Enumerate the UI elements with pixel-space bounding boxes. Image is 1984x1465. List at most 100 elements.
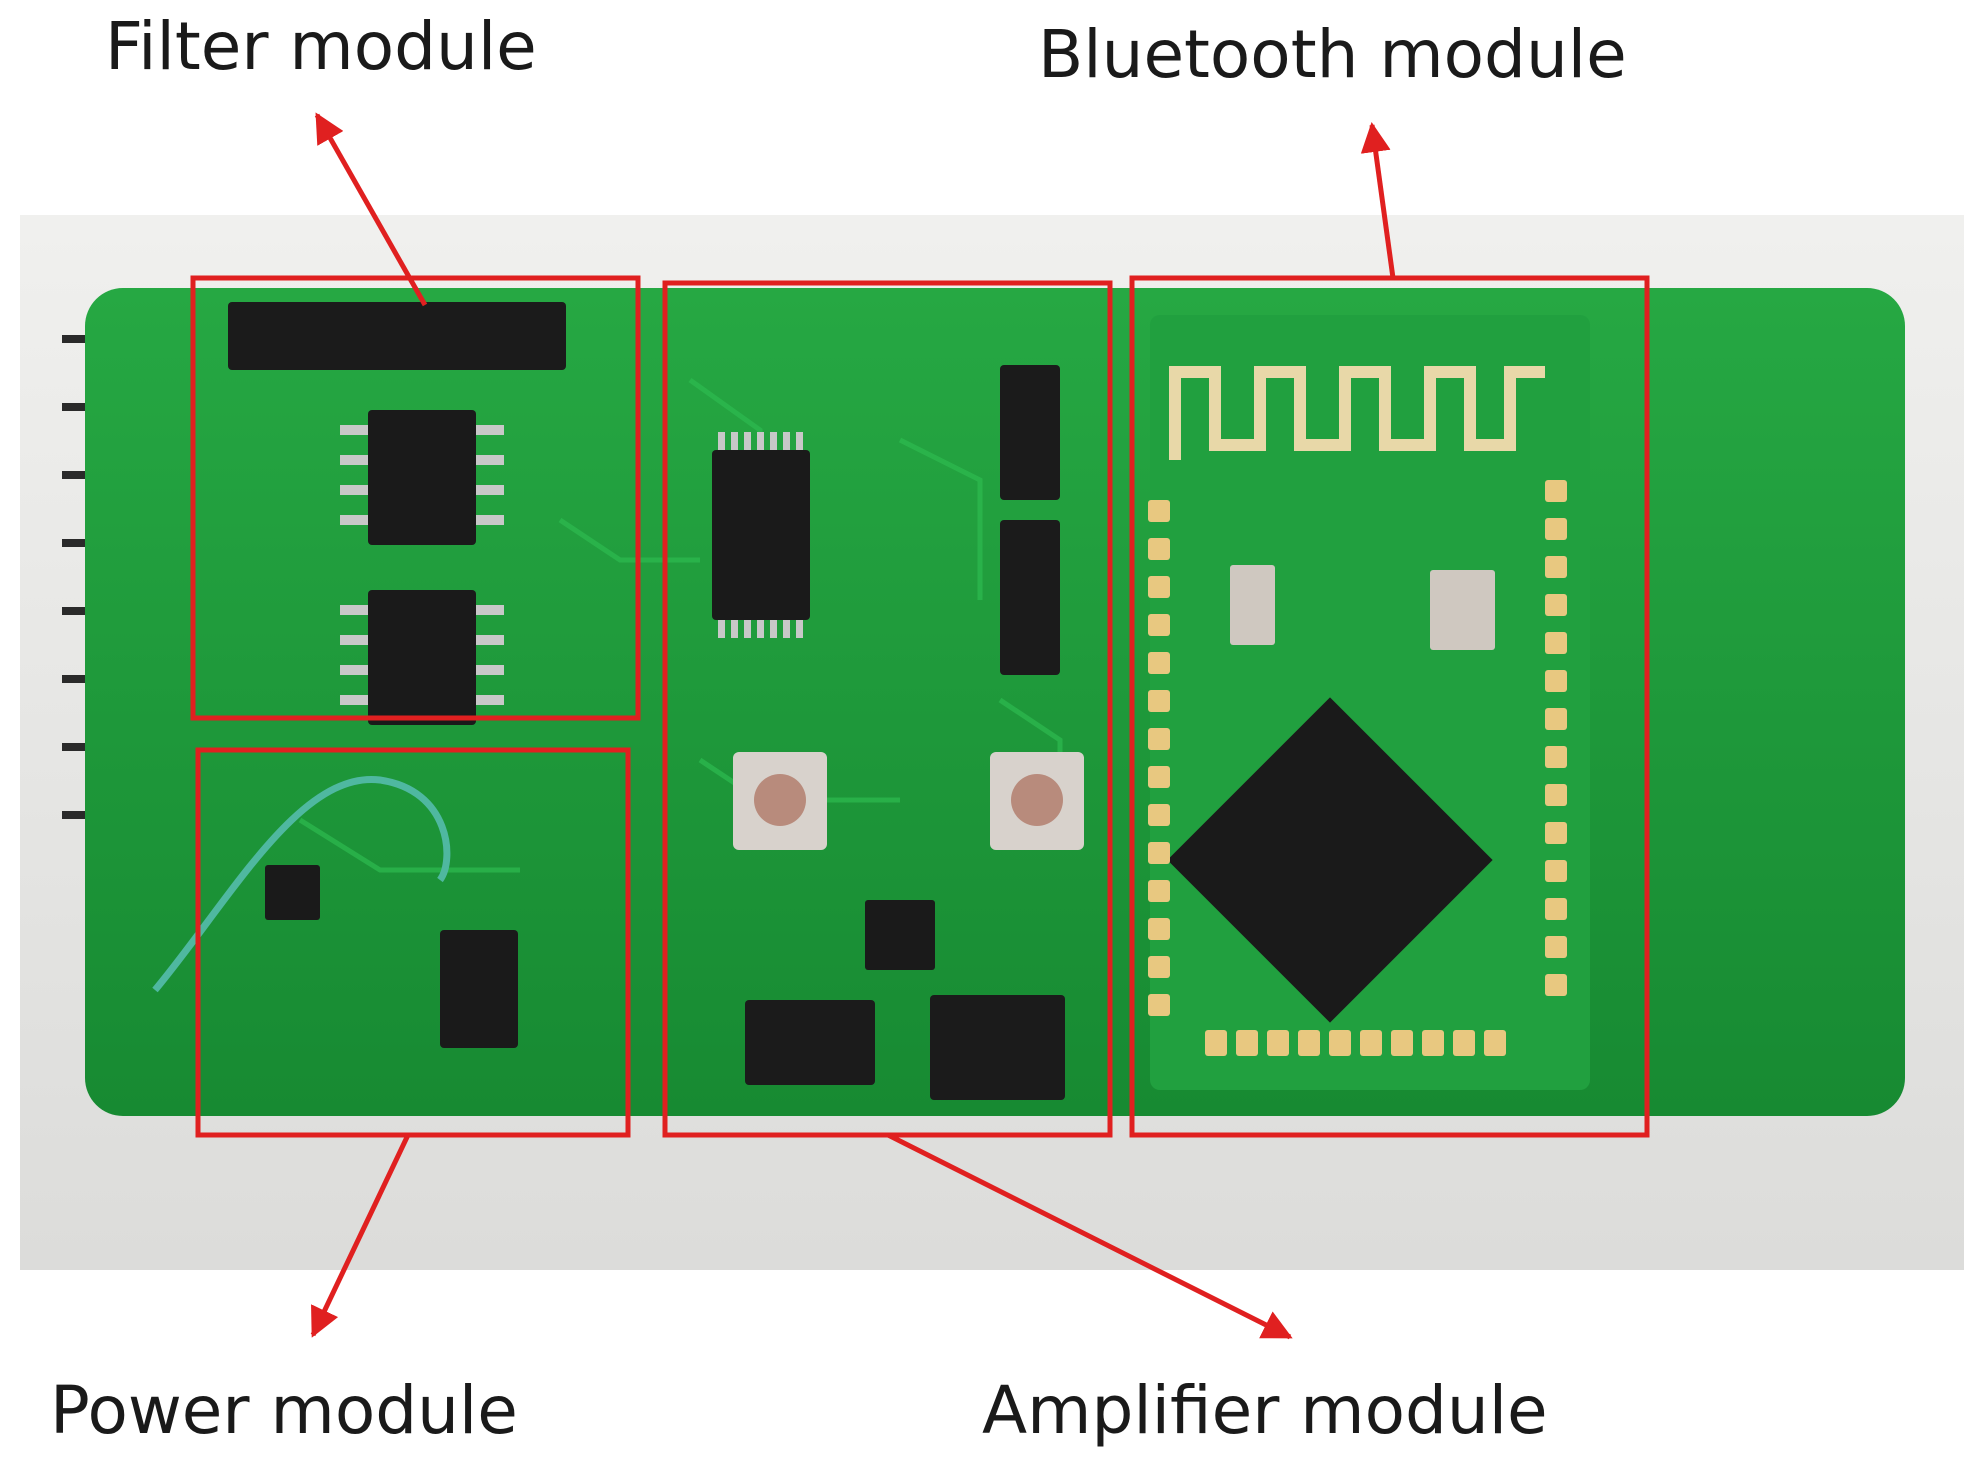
ic-pin: [340, 485, 368, 495]
filter-arrow: [314, 112, 428, 307]
bt-pad: [1391, 1030, 1413, 1056]
jumper-3: [745, 1000, 875, 1085]
bluetooth-chip-module: [1148, 315, 1590, 1090]
bt-pad: [1545, 518, 1567, 540]
bluetooth-module-label: Bluetooth module: [1038, 16, 1627, 93]
bt-pad: [1545, 974, 1567, 996]
ic-pin: [783, 432, 790, 450]
power-module-label: Power module: [50, 1372, 518, 1449]
bt-pad: [1148, 538, 1170, 560]
ic-pin: [340, 605, 368, 615]
bt-pad: [1236, 1030, 1258, 1056]
bt-pad: [1148, 576, 1170, 598]
ic-pin: [718, 432, 725, 450]
amplifier-ic: [712, 450, 810, 620]
ic-pin: [783, 620, 790, 638]
amplifier-module-label: Amplifier module: [982, 1372, 1548, 1449]
filter-module-label: Filter module: [105, 8, 537, 85]
ic-pin: [731, 620, 738, 638]
bt-pad: [1545, 898, 1567, 920]
bluetooth-arrow: [1360, 122, 1396, 279]
power-arrow: [310, 1133, 411, 1338]
ic-pin: [476, 485, 504, 495]
power-module-box: [195, 747, 631, 1138]
ic-pin: [731, 432, 738, 450]
bt-pad: [1148, 766, 1170, 788]
bt-pad: [1148, 690, 1170, 712]
bluetooth-module-box: [1129, 275, 1650, 1138]
header-pin: [62, 471, 102, 479]
header-pin: [62, 811, 102, 819]
filter-ic-2: [368, 590, 476, 725]
ic-pin: [757, 620, 764, 638]
ic-pin: [744, 432, 751, 450]
bt-pad: [1148, 500, 1170, 522]
meander-antenna-icon: [1169, 366, 1545, 460]
ic-pin: [340, 635, 368, 645]
ic-pin: [476, 635, 504, 645]
bluetooth-soc: [1167, 697, 1493, 1023]
annotation-arrows: [310, 112, 1396, 1340]
amplifier-module-box: [662, 280, 1113, 1138]
ic-pin: [718, 620, 725, 638]
bt-pad: [1148, 842, 1170, 864]
ic-pin: [476, 455, 504, 465]
ic-pin: [770, 620, 777, 638]
jumper-4: [930, 995, 1065, 1100]
bt-pad: [1360, 1030, 1382, 1056]
filter-header-connector: [228, 302, 566, 370]
bt-pad: [1545, 708, 1567, 730]
ic-pin: [757, 432, 764, 450]
bt-pad: [1205, 1030, 1227, 1056]
bt-pad: [1148, 880, 1170, 902]
ic-pin: [340, 515, 368, 525]
ic-pin: [340, 695, 368, 705]
bt-pad: [1148, 918, 1170, 940]
ic-pin: [476, 515, 504, 525]
power-ic: [265, 865, 320, 920]
bt-pad: [1329, 1030, 1351, 1056]
ic-pin: [476, 425, 504, 435]
bt-pad: [1148, 652, 1170, 674]
bt-pad: [1545, 594, 1567, 616]
bt-pad: [1484, 1030, 1506, 1056]
potentiometer-1: [733, 752, 827, 850]
bt-pad: [1267, 1030, 1289, 1056]
header-pin: [62, 743, 102, 751]
bt-pad: [1545, 632, 1567, 654]
header-pin: [62, 675, 102, 683]
small-amp-ic: [865, 900, 935, 970]
bt-pad: [1545, 670, 1567, 692]
potentiometer-2: [990, 752, 1084, 850]
ic-pin: [340, 665, 368, 675]
bt-pad: [1545, 936, 1567, 958]
header-pin: [62, 403, 102, 411]
ic-pin: [476, 695, 504, 705]
jumper-1: [1000, 365, 1060, 500]
bt-pad: [1545, 746, 1567, 768]
bt-pad: [1148, 804, 1170, 826]
jumper-wire: [152, 776, 451, 993]
bt-pad: [1545, 784, 1567, 806]
bt-pad: [1422, 1030, 1444, 1056]
bt-pad: [1148, 956, 1170, 978]
bt-pad: [1453, 1030, 1475, 1056]
ic-pin: [476, 665, 504, 675]
ic-pin: [796, 432, 803, 450]
ic-pin: [340, 425, 368, 435]
jumper-2: [1000, 520, 1060, 675]
bt-pad: [1148, 994, 1170, 1016]
bt-pad: [1148, 728, 1170, 750]
header-pin: [62, 539, 102, 547]
ic-pin: [744, 620, 751, 638]
ic-pin: [340, 455, 368, 465]
amplifier-arrow: [886, 1132, 1293, 1340]
ic-pin: [770, 432, 777, 450]
bt-pad: [1545, 556, 1567, 578]
ic-pin: [796, 620, 803, 638]
bt-pad: [1148, 614, 1170, 636]
bt-pad: [1545, 860, 1567, 882]
ic-pin: [476, 605, 504, 615]
header-pin: [62, 335, 102, 343]
